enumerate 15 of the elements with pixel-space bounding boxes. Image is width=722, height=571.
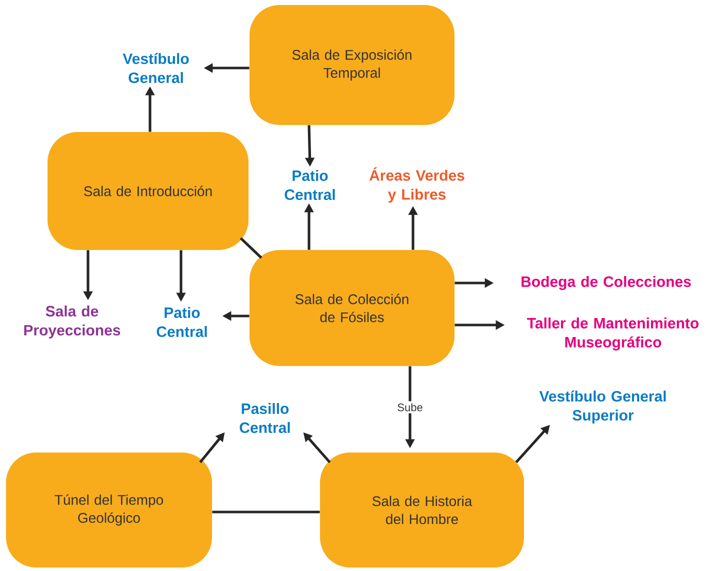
room-box: Sala de Colección de Fósiles: [250, 250, 454, 366]
area-label: Taller de Mantenimiento Museográfico: [527, 317, 699, 351]
area-label: Áreas Verdes y Libres: [369, 167, 464, 203]
room-box: Sala de Historia del Hombre: [320, 452, 524, 568]
area-label: Patio Central: [284, 170, 335, 200]
area-label: Sala de Proyecciones: [24, 306, 120, 338]
room-box: Sala de Exposición Temporal: [250, 5, 454, 125]
area-label: Pasillo Central: [240, 403, 290, 433]
area-label: Bodega de Colecciones: [522, 276, 691, 290]
area-label: Patio Central: [156, 307, 207, 337]
edge-label: Sube: [395, 401, 425, 414]
area-label: Vestíbulo General Superior: [539, 390, 666, 424]
room-box: Sala de Introducción: [48, 132, 248, 250]
area-label: Vestíbulo General: [122, 52, 189, 84]
room-box: Túnel del Tiempo Geológico: [6, 452, 212, 568]
